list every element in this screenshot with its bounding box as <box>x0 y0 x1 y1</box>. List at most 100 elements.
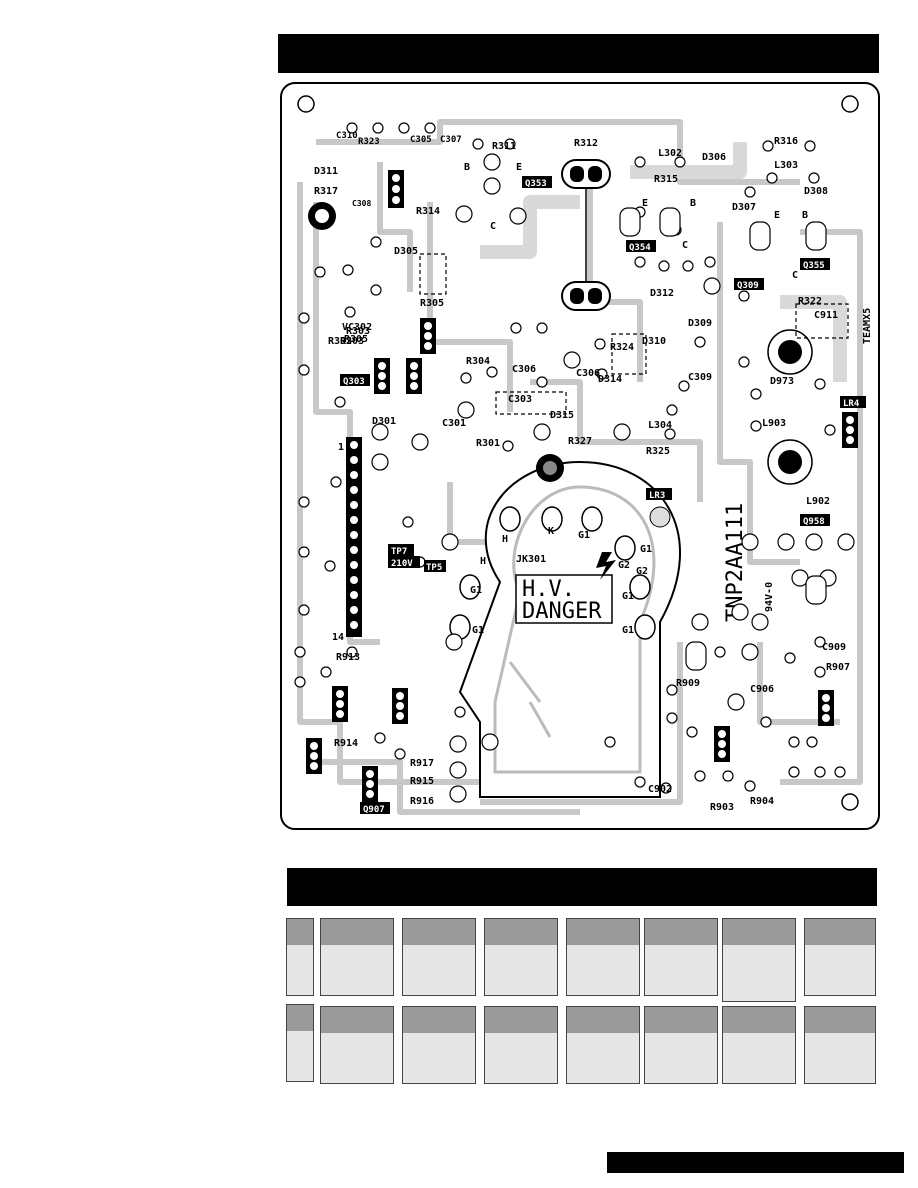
svg-text:G1: G1 <box>640 544 652 555</box>
svg-text:E: E <box>774 210 780 221</box>
table-cell <box>722 918 796 1002</box>
svg-text:C310: C310 <box>336 131 358 141</box>
table-cell <box>644 1006 718 1084</box>
svg-text:C902: C902 <box>648 784 672 795</box>
svg-text:R322: R322 <box>798 296 822 307</box>
svg-text:K: K <box>548 526 554 537</box>
svg-text:C306: C306 <box>512 364 536 375</box>
pcb-board-diagram: H.V. DANGER JK301 H H K G1 G2 G1 G1 G1 G… <box>280 82 880 830</box>
svg-text:C307: C307 <box>440 135 462 145</box>
footer-bar <box>607 1152 904 1173</box>
svg-text:D311: D311 <box>314 166 338 177</box>
svg-text:R909: R909 <box>676 678 700 689</box>
svg-text:R325: R325 <box>646 446 670 457</box>
svg-text:D307: D307 <box>732 202 756 213</box>
svg-text:D306: D306 <box>702 152 726 163</box>
svg-text:LR3: LR3 <box>649 491 665 501</box>
svg-text:C306: C306 <box>576 368 600 379</box>
svg-text:C308: C308 <box>352 199 371 208</box>
svg-text:D301: D301 <box>372 416 396 427</box>
svg-text:R913: R913 <box>336 652 360 663</box>
socket-label: JK301 <box>516 554 546 565</box>
section-bar <box>287 868 877 906</box>
table-header-cell <box>286 918 314 996</box>
table-cell <box>644 918 718 996</box>
svg-text:Q958: Q958 <box>803 517 825 527</box>
svg-text:G1: G1 <box>472 625 484 636</box>
svg-text:H: H <box>480 556 486 567</box>
table-cell <box>722 1006 796 1084</box>
svg-text:Q907: Q907 <box>363 805 385 815</box>
svg-text:D310: D310 <box>642 336 666 347</box>
svg-text:R327: R327 <box>568 436 592 447</box>
svg-text:D314: D314 <box>598 374 622 385</box>
svg-text:L902: L902 <box>806 496 830 507</box>
svg-text:G2: G2 <box>618 560 630 571</box>
svg-text:D973: D973 <box>770 376 794 387</box>
svg-text:Q353: Q353 <box>525 179 547 189</box>
board-code: TNP2AA111 <box>723 503 748 622</box>
table-cell <box>484 918 558 996</box>
svg-text:D315: D315 <box>550 410 574 421</box>
svg-text:H: H <box>502 534 508 545</box>
table-cell <box>804 1006 876 1084</box>
svg-text:G1: G1 <box>622 625 634 636</box>
svg-text:R305: R305 <box>344 334 368 345</box>
svg-text:R904: R904 <box>750 796 774 807</box>
svg-text:R915: R915 <box>410 776 434 787</box>
svg-text:C309: C309 <box>688 372 712 383</box>
svg-text:C911: C911 <box>814 310 838 321</box>
warning-line1: H.V. <box>522 577 575 602</box>
svg-text:B: B <box>690 198 696 209</box>
svg-text:G1: G1 <box>578 530 590 541</box>
svg-text:LR4: LR4 <box>843 399 860 409</box>
header-bar <box>278 34 879 73</box>
svg-text:R907: R907 <box>826 662 850 673</box>
svg-text:1: 1 <box>338 442 344 453</box>
svg-text:R312: R312 <box>574 138 598 149</box>
svg-text:R311: R311 <box>492 141 516 152</box>
svg-text:Q303: Q303 <box>343 377 365 387</box>
svg-text:C305: C305 <box>410 135 432 145</box>
svg-text:C: C <box>792 270 798 281</box>
svg-text:D305: D305 <box>394 246 418 257</box>
svg-text:R316: R316 <box>774 136 798 147</box>
svg-text:C301: C301 <box>442 418 466 429</box>
svg-text:TP7: TP7 <box>391 547 407 557</box>
svg-text:R301: R301 <box>476 438 500 449</box>
svg-text:R304: R304 <box>466 356 490 367</box>
svg-text:R303: R303 <box>340 336 364 347</box>
svg-text:TP5: TP5 <box>426 563 442 573</box>
svg-text:L304: L304 <box>648 420 672 431</box>
svg-text:C906: C906 <box>750 684 774 695</box>
svg-text:B: B <box>802 210 808 221</box>
svg-text:R305: R305 <box>420 298 444 309</box>
warning-line2: DANGER <box>522 599 602 624</box>
table-header-cell <box>286 1004 314 1082</box>
svg-text:C303: C303 <box>508 394 532 405</box>
svg-text:C909: C909 <box>822 642 846 653</box>
svg-text:E: E <box>642 198 648 209</box>
maker-mark: TEAMX5 <box>862 308 873 344</box>
svg-text:VC302: VC302 <box>342 322 372 333</box>
svg-text:Q354: Q354 <box>629 243 651 253</box>
svg-text:D308: D308 <box>804 186 828 197</box>
table-cell <box>402 1006 476 1084</box>
svg-text:R317: R317 <box>314 186 338 197</box>
table-cell <box>566 1006 640 1084</box>
svg-text:D309: D309 <box>688 318 712 329</box>
table-cell <box>402 918 476 996</box>
svg-text:R323: R323 <box>358 137 380 147</box>
svg-text:R903: R903 <box>710 802 734 813</box>
svg-text:R916: R916 <box>410 796 434 807</box>
svg-text:R914: R914 <box>334 738 358 749</box>
svg-text:Q309: Q309 <box>737 281 759 291</box>
svg-text:R314: R314 <box>416 206 440 217</box>
svg-text:L302: L302 <box>658 148 682 159</box>
table-cell <box>804 918 876 996</box>
svg-text:R917: R917 <box>410 758 434 769</box>
svg-text:D312: D312 <box>650 288 674 299</box>
table-cell <box>320 918 394 996</box>
svg-text:R303: R303 <box>346 326 370 337</box>
table-cell <box>320 1006 394 1084</box>
